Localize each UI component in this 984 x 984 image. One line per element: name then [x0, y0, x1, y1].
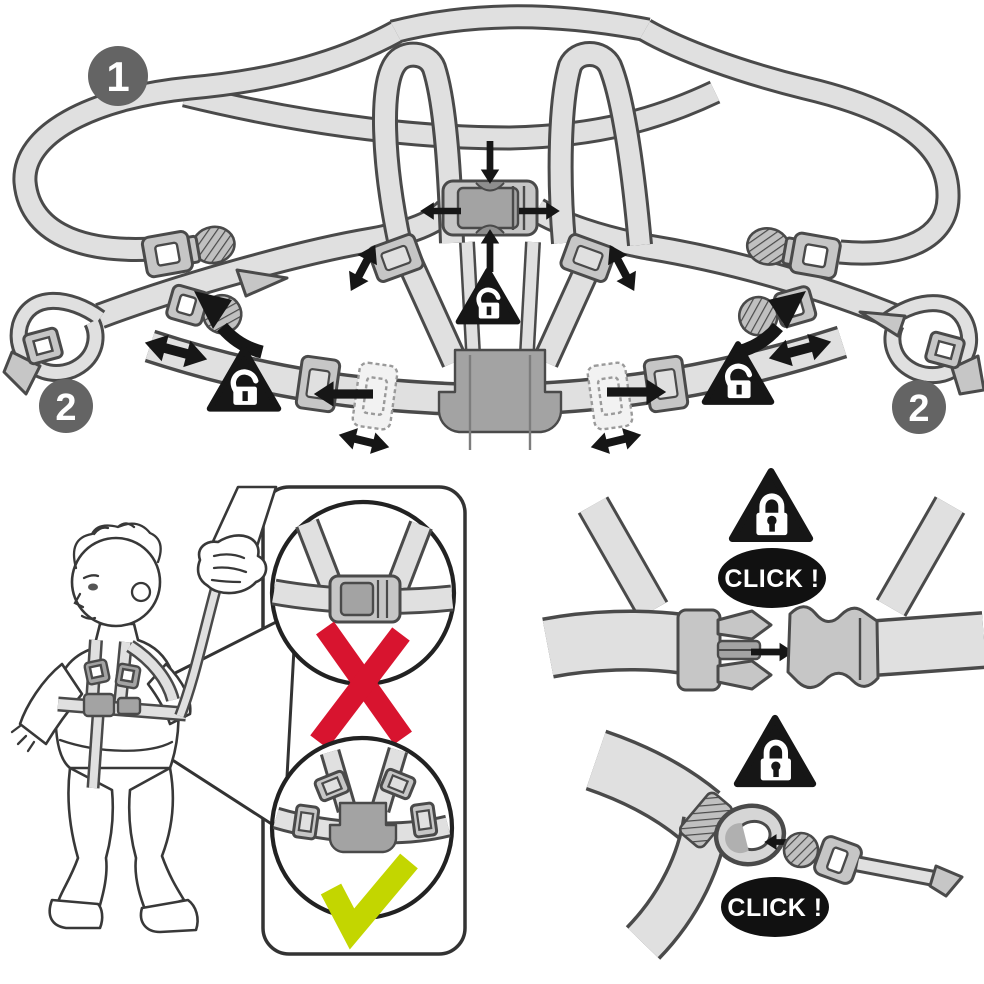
clip-click-step: CLICK !: [585, 718, 964, 960]
leash-end-clip: [782, 831, 964, 898]
wrist-loop-left: [2, 301, 100, 396]
waist-junction: [437, 348, 563, 434]
attachment-ring: [713, 803, 787, 867]
child-harness: [57, 639, 187, 789]
inset-wrong-way: [269, 499, 457, 749]
harness-overview: 1 2 2: [2, 17, 984, 458]
badge-2-number: 2: [55, 387, 76, 429]
leash-clip-left: [140, 225, 236, 279]
lock-closed-triangle-icon: [737, 718, 813, 784]
green-check-icon: [320, 853, 418, 950]
lock-closed-triangle-icon: [732, 471, 809, 538]
click-label: CLICK !: [724, 565, 819, 593]
inset-buckle: [328, 574, 402, 624]
click-label: CLICK !: [727, 894, 822, 922]
child-figure: [10, 522, 199, 934]
click-bubble-clip: CLICK !: [721, 877, 829, 937]
chest-slider-left: [367, 233, 425, 283]
waist-slider-left: [294, 354, 342, 414]
badge-step-2-left: 2: [39, 379, 93, 433]
strap-end-flag-right: [858, 310, 907, 338]
double-arrow-icon: [588, 424, 644, 458]
click-bubble-buckle: CLICK !: [718, 548, 826, 608]
buckle-click-step: CLICK !: [542, 471, 984, 692]
badge-1-number: 1: [106, 53, 129, 100]
badge-2-number: 2: [908, 388, 929, 430]
wrist-loop-right: [888, 303, 984, 396]
buckle-male-half: [676, 608, 773, 692]
adult-hand-with-leash: [174, 485, 278, 719]
inset-junction: [328, 801, 398, 854]
red-cross-icon: [310, 621, 412, 749]
badge-step-2-right: 2: [892, 380, 946, 434]
chest-slider-right: [559, 233, 617, 283]
waist-slider-left-ghost: [351, 361, 399, 431]
buckle-female-half: [786, 605, 880, 689]
leash-clip-right: [745, 227, 842, 280]
badge-step-1: 1: [88, 46, 148, 106]
inset-right-way: [269, 735, 455, 950]
usage-example: [10, 485, 467, 956]
strap-end-flag-left: [235, 268, 289, 298]
